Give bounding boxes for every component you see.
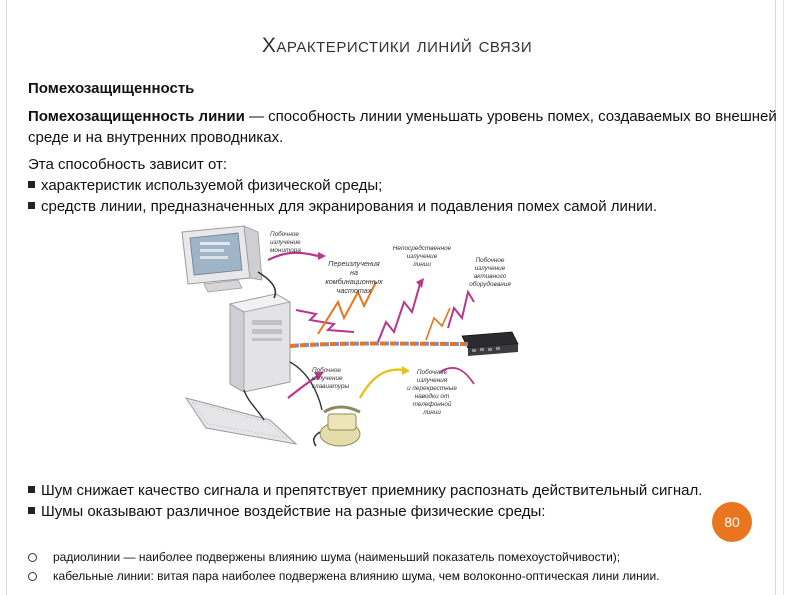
square-bullet-icon: [28, 181, 35, 188]
noise-paragraph: Шум снижает качество сигнала и препятств…: [28, 480, 748, 522]
circle-bullet-icon: [28, 572, 37, 581]
dependency-bullet: характеристик используемой физической ср…: [28, 175, 788, 196]
arrow-icon: [314, 372, 324, 380]
phone-crosstalk-wave: [439, 367, 475, 385]
slide-border-left: [6, 0, 7, 595]
page-number-badge: 80: [712, 502, 752, 542]
intermod-emission-wave: [295, 309, 355, 333]
section-subtitle: Помехозащищенность: [28, 80, 195, 97]
slide-border-right: [775, 0, 776, 595]
arrow-icon: [402, 366, 410, 375]
pc-tower-illustration: [228, 293, 292, 393]
arrow-icon: [416, 278, 424, 288]
slide-title: Характеристики линий связи: [261, 34, 533, 57]
cable-right-wave: [425, 307, 451, 341]
keyboard-illustration: [184, 397, 298, 445]
definition-term: Помехозащищенность линии: [28, 108, 245, 125]
active-equipment-wave: [447, 289, 475, 329]
monitor-cable: [257, 271, 277, 299]
phone-emission-wave: [358, 368, 405, 399]
definition-paragraph: Помехозащищенность линии — способность л…: [28, 106, 794, 148]
network-switch-illustration: [461, 331, 519, 356]
slide-border-right-inner: [783, 0, 784, 595]
keyboard-cable: [243, 389, 265, 421]
phone-line-cable: [289, 361, 323, 411]
twisted-pair-cable: [289, 341, 469, 348]
direct-emission-wave: [377, 283, 421, 343]
monitor-emission-wave: [267, 251, 319, 261]
dependency-intro: Эта способность зависит от:: [28, 156, 228, 173]
arrow-icon: [318, 252, 326, 260]
definition-text: — способность линии уменьшать уровень по…: [28, 108, 777, 146]
keyboard-emission-wave: [287, 375, 319, 399]
dependency-bullet: средств линии, предназначенных для экран…: [28, 196, 788, 217]
media-subbullets: радиолинии — наиболее подвержены влиянию…: [28, 548, 788, 586]
dependency-paragraph: Эта способность зависит от: характеристи…: [28, 154, 788, 217]
subbullet-item: радиолинии — наиболее подвержены влиянию…: [28, 548, 788, 567]
square-bullet-icon: [28, 507, 35, 514]
subbullet-item: кабельные линии: витая пара наиболее под…: [28, 567, 788, 586]
noise-bullet: Шумы оказывают различное воздействие на …: [28, 501, 748, 522]
circle-bullet-icon: [28, 553, 37, 562]
square-bullet-icon: [28, 486, 35, 493]
cable-emission-wave: [317, 281, 377, 335]
telephone-illustration: [312, 405, 361, 447]
monitor-illustration: [181, 225, 263, 293]
square-bullet-icon: [28, 202, 35, 209]
noise-bullet: Шум снижает качество сигнала и препятств…: [28, 480, 748, 501]
